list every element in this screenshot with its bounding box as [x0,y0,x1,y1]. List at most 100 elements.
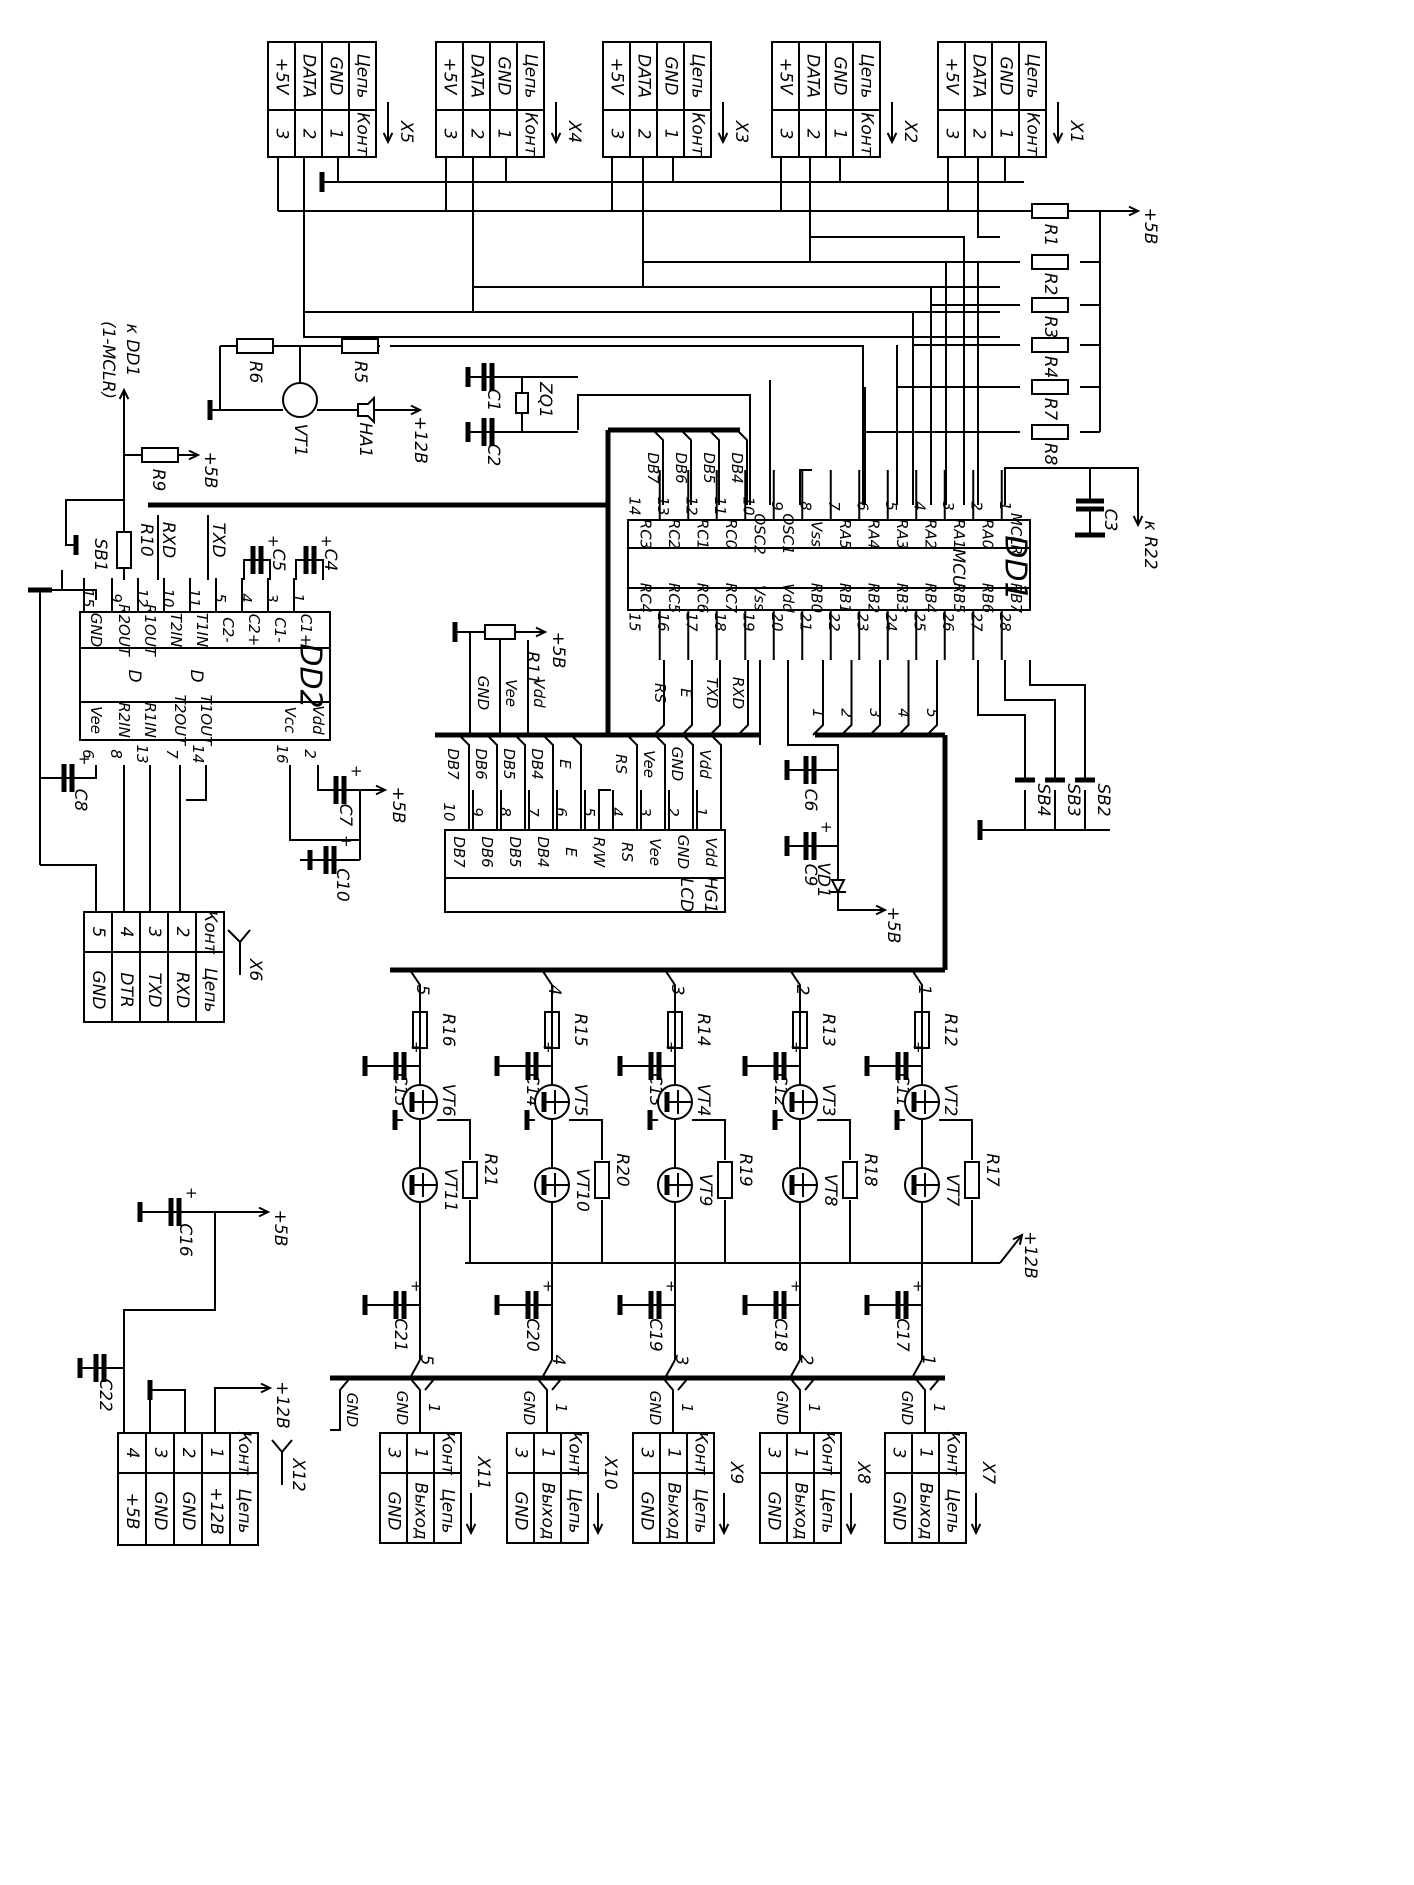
pin-number: 3 [150,1448,170,1459]
pin-number: 1 [678,1403,696,1413]
pin-number: 1 [692,807,710,817]
rw-ground [598,789,611,830]
pin-number: 3 [272,129,292,140]
transistor-label: VT8 [820,1174,840,1207]
pin-number: 1 [661,129,681,140]
power-input: +C16+5ВC22+12ВКонтЦепь1+12В2GND3GND4+5ВX… [77,1184,308,1546]
bus-label: DB7 [644,452,662,484]
r6 [236,338,274,354]
pin-number: Конт [691,1431,711,1476]
pin-number: 1 [206,1448,226,1459]
cap-label: C10 [332,868,352,902]
r1 [1031,203,1069,219]
pin-signal: GND [150,1492,170,1531]
pin-signal: Цепь [1023,54,1043,99]
transistor-label: VT10 [572,1168,592,1212]
resistor-label: R7 [1040,398,1060,421]
wire [40,864,97,912]
pin-signal: RXD [172,972,192,1009]
resistor-label: R13 [818,1013,838,1046]
pin-name: DB5 [506,836,524,867]
pin-number: 7 [524,807,542,817]
connector-mark [271,1439,283,1453]
pin-signal: GND [494,57,514,96]
cap-label: C20 [522,1318,542,1352]
pin-number: Конт [688,112,708,157]
resistor-label: R20 [612,1153,632,1186]
lcd-tap [458,734,470,830]
wire [569,1119,603,1160]
hg1-body [444,829,726,913]
button-label: SB4 [1033,783,1053,816]
p12-arrow [999,1234,1023,1264]
pin-name: E [562,847,580,857]
bus-label: E [556,759,574,769]
dd1-body [627,519,1031,611]
pin-name: RA3 [893,519,911,549]
lcd-tap [486,734,498,830]
bus-label: Vdd [696,749,714,779]
vdd-line [787,660,839,900]
resistor-label: R10 [136,523,156,556]
pullup-R7 [1031,379,1069,395]
osc-line [577,394,751,505]
pin-number: 25 [911,612,929,631]
pin-signal: Цепь [438,1489,458,1534]
channel-number: 1 [918,1355,938,1366]
plus-sign: + [78,750,91,768]
wire [536,1377,548,1433]
channel-number: 5 [416,1355,436,1366]
tap [911,969,923,1000]
rc-tap [653,660,665,736]
connector-mark [227,929,241,943]
p5-label: +5В [270,1210,290,1247]
pin-signal: +5V [942,58,962,96]
data-line [809,157,1000,263]
r5 [341,338,379,354]
transistor-label: VT3 [818,1084,838,1117]
plus-sign: + [790,1277,803,1295]
plus-sign: + [350,762,363,780]
channel-number: 1 [914,985,934,996]
pin-name: RC3 [637,519,655,549]
wire [662,1377,674,1433]
pin-name: RB3 [893,583,911,613]
zq1-crystal [515,392,529,414]
wire [804,1377,816,1391]
direction-arrow [592,1523,604,1536]
pin-number: 13 [133,744,151,763]
pin-number: 3 [144,927,164,938]
pin-number: 1 [411,1448,431,1459]
connector-label: X8 [853,1461,873,1485]
wire [409,1377,421,1433]
transistor-label: VT6 [438,1084,458,1117]
lcd-tap [682,734,694,830]
p12-arrow [410,404,423,416]
pin-name: C2- [219,617,237,642]
bus-label: DB5 [700,452,718,483]
pin-number: 26 [939,612,957,631]
pin-signal: DATA [299,54,319,98]
plus-sign: + [410,1038,423,1056]
resistor-label: R16 [438,1013,458,1047]
resistor-label: R6 [245,361,265,384]
bus-label: E [677,688,695,698]
pin-signal: DATA [634,54,654,98]
pin-number: 4 [116,927,136,938]
pin-number: 1 [326,129,346,140]
pin-signal: GND [661,57,681,96]
pin-name: C1+ [297,614,315,647]
pin-number: 3 [440,129,460,140]
pin-name: RB7 [1007,583,1025,614]
tap [664,1359,676,1379]
channel-number: 4 [544,985,564,996]
pin-number: Конт [565,1431,585,1476]
pin-name: T2OUT [171,695,189,747]
plus-sign: + [912,1277,925,1295]
